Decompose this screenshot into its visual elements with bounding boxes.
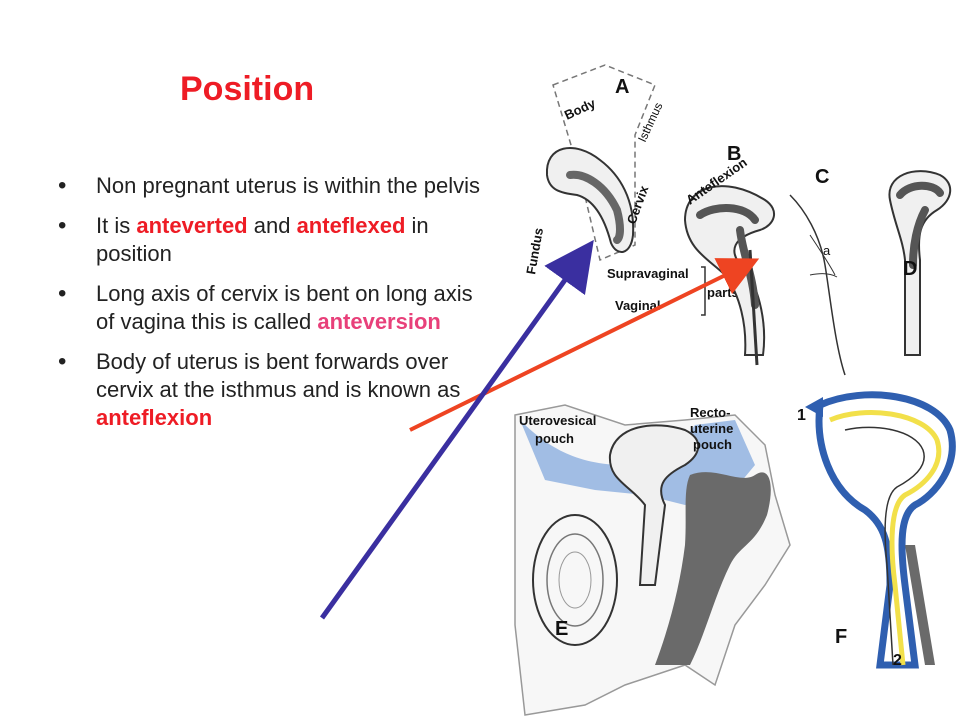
panel-e: Uterovesical pouch Recto- uterine pouch … bbox=[514, 404, 791, 716]
panel-b: B Anteflexion bbox=[683, 143, 775, 366]
bullet-text: Long axis of cervix is bent on long axis… bbox=[96, 281, 473, 334]
bullet-item: It is anteverted and anteflexed in posit… bbox=[58, 212, 488, 268]
label-d: D bbox=[903, 258, 917, 280]
panel-d: D bbox=[888, 170, 952, 356]
keyword-anteverted: anteverted bbox=[136, 213, 248, 238]
bullet-item: Long axis of cervix is bent on long axis… bbox=[58, 280, 488, 336]
label-two: 2 bbox=[893, 652, 902, 669]
bullet-text: and bbox=[247, 213, 297, 238]
bullet-item: Non pregnant uterus is within the pelvis bbox=[58, 172, 488, 200]
keyword-anteflexion: anteflexion bbox=[96, 405, 213, 430]
label-c: C bbox=[815, 166, 829, 188]
label-body: Body bbox=[562, 95, 598, 123]
label-b: B bbox=[727, 143, 741, 165]
label-f: F bbox=[835, 626, 847, 648]
label-isthmus: Isthmus bbox=[635, 100, 665, 144]
bullet-text: It is bbox=[96, 213, 137, 238]
label-fundus: Fundus bbox=[523, 227, 546, 276]
label-recto: Recto- bbox=[690, 405, 730, 420]
panel-f: 1 2 F bbox=[797, 391, 956, 669]
bullet-text: Body of uterus is bent forwards over cer… bbox=[96, 349, 461, 402]
bullet-text: Non pregnant uterus is within the pelvis bbox=[96, 173, 480, 198]
label-e: E bbox=[555, 618, 568, 640]
label-one: 1 bbox=[797, 407, 806, 424]
label-uterine: uterine bbox=[690, 421, 733, 436]
label-pouch-rectouterine: pouch bbox=[693, 437, 732, 452]
bullet-item: Body of uterus is bent forwards over cer… bbox=[58, 348, 488, 432]
label-vaginal: Vaginal bbox=[615, 298, 661, 313]
keyword-anteflexed: anteflexed bbox=[296, 213, 406, 238]
label-pouch-uterovesical: pouch bbox=[535, 431, 574, 446]
label-supravaginal: Supravaginal bbox=[607, 266, 689, 281]
slide-title: Position bbox=[180, 70, 315, 108]
label-uterovesical: Uterovesical bbox=[519, 413, 596, 428]
label-a: A bbox=[615, 76, 629, 98]
keyword-anteversion: anteversion bbox=[317, 309, 441, 334]
uterus-anatomy-figure: A Body Isthmus Cervix Fundus Supravagina… bbox=[514, 64, 956, 716]
bullet-list: Non pregnant uterus is within the pelvis… bbox=[58, 172, 488, 444]
panel-c: C a bbox=[789, 166, 846, 376]
label-angle-a: a bbox=[823, 243, 831, 258]
bullet-text: in position bbox=[96, 213, 429, 266]
